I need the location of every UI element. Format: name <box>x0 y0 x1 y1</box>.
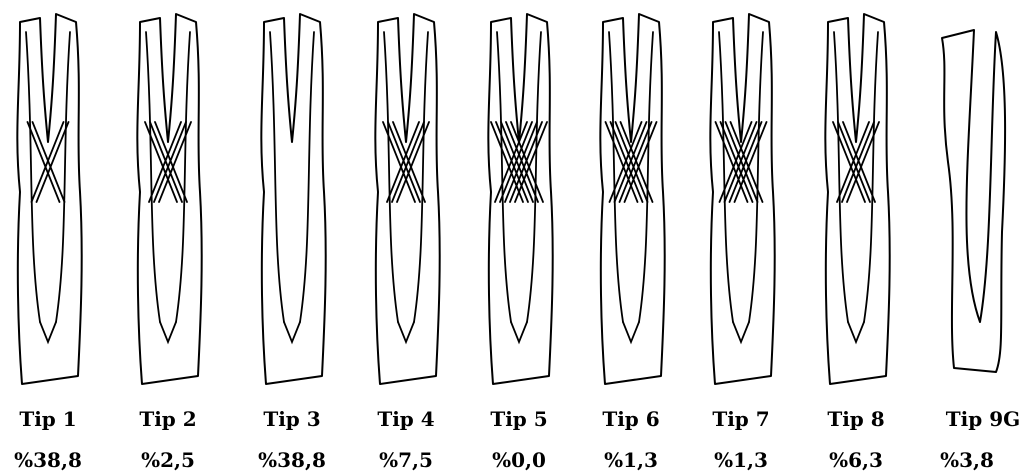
type-percent-7: %1,3 <box>686 448 796 472</box>
type-percent-6: %1,3 <box>576 448 686 472</box>
muscle-cross-b-2-1 <box>154 122 186 202</box>
muscle-cross-a-4-2 <box>393 122 425 202</box>
type-label-6: Tip 6 <box>576 407 686 431</box>
muscle-cross-a-2-2 <box>155 122 187 202</box>
muscle-outline-9 <box>942 30 1005 372</box>
muscle-cross-a-5-2 <box>501 122 533 202</box>
muscle-cross-b-5-3 <box>510 122 542 202</box>
type-percent-4: %7,5 <box>351 448 461 472</box>
type-percent-2: %2,5 <box>113 448 223 472</box>
muscle-tendon-4 <box>398 322 414 342</box>
type-percent-1: %38,8 <box>0 448 103 472</box>
muscle-cross-b-4-0 <box>387 122 419 202</box>
muscle-cross-b-2-2 <box>159 122 191 202</box>
muscle-tendon-8 <box>848 322 864 342</box>
type-label-1: Tip 1 <box>0 407 103 431</box>
muscle-fiber-right-4 <box>414 32 428 322</box>
muscle-cross-a-2-1 <box>150 122 182 202</box>
type-label-2: Tip 2 <box>113 407 223 431</box>
muscle-cross-b-4-2 <box>397 122 429 202</box>
muscle-cross-a-8-2 <box>843 122 875 202</box>
muscle-fiber-left-2 <box>146 32 160 322</box>
muscle-tendon-3 <box>284 322 300 342</box>
muscle-cross-b-8-0 <box>837 122 869 202</box>
muscle-outline-1 <box>17 14 81 384</box>
muscle-cross-a-2-0 <box>145 122 177 202</box>
muscle-tendon-5 <box>511 322 527 342</box>
muscle-cross-a-8-0 <box>833 122 865 202</box>
muscle-fiber-left-7 <box>719 32 733 322</box>
type-percent-5: %0,0 <box>464 448 574 472</box>
muscle-cross-a-4-0 <box>383 122 415 202</box>
muscle-cross-a-8-1 <box>838 122 870 202</box>
muscle-outline-5 <box>488 14 552 384</box>
muscle-tendon-6 <box>623 322 639 342</box>
muscle-tendon-7 <box>733 322 749 342</box>
muscle-fiber-left-6 <box>609 32 623 322</box>
type-percent-9: %3,8 <box>912 448 1022 472</box>
muscle-outline-2 <box>137 14 201 384</box>
muscle-outline-4 <box>375 14 439 384</box>
muscle-tendon-2 <box>160 322 176 342</box>
muscle-cross-b-5-2 <box>505 122 537 202</box>
muscle-cross-a-5-1 <box>496 122 528 202</box>
muscle-fiber-left-3 <box>270 32 284 322</box>
muscle-fiber-left-8 <box>834 32 848 322</box>
muscle-tendon-1 <box>40 322 56 342</box>
type-percent-3: %38,8 <box>237 448 347 472</box>
type-label-9: Tip 9G <box>928 407 1022 431</box>
type-label-4: Tip 4 <box>351 407 461 431</box>
type-label-7: Tip 7 <box>686 407 796 431</box>
muscle-outline-8 <box>825 14 889 384</box>
muscle-fiber-right-6 <box>639 32 653 322</box>
muscle-fiber-left-4 <box>384 32 398 322</box>
muscle-fiber-right-8 <box>864 32 878 322</box>
muscle-fiber-right-2 <box>176 32 190 322</box>
muscle-outline-3 <box>261 14 325 384</box>
muscle-fiber-right-5 <box>527 32 541 322</box>
muscle-fiber-right-7 <box>749 32 763 322</box>
muscle-fiber-right-1 <box>56 32 70 322</box>
muscle-cross-a-4-1 <box>388 122 420 202</box>
muscle-cross-b-8-2 <box>847 122 879 202</box>
type-label-3: Tip 3 <box>237 407 347 431</box>
type-label-8: Tip 8 <box>801 407 911 431</box>
muscle-cross-b-4-1 <box>392 122 424 202</box>
type-percent-8: %6,3 <box>801 448 911 472</box>
muscle-fiber-left-1 <box>26 32 40 322</box>
muscle-fiber-left-5 <box>497 32 511 322</box>
muscle-cross-b-2-0 <box>149 122 181 202</box>
type-label-5: Tip 5 <box>464 407 574 431</box>
muscle-fiber-right-3 <box>300 32 314 322</box>
muscle-cross-b-8-1 <box>842 122 874 202</box>
